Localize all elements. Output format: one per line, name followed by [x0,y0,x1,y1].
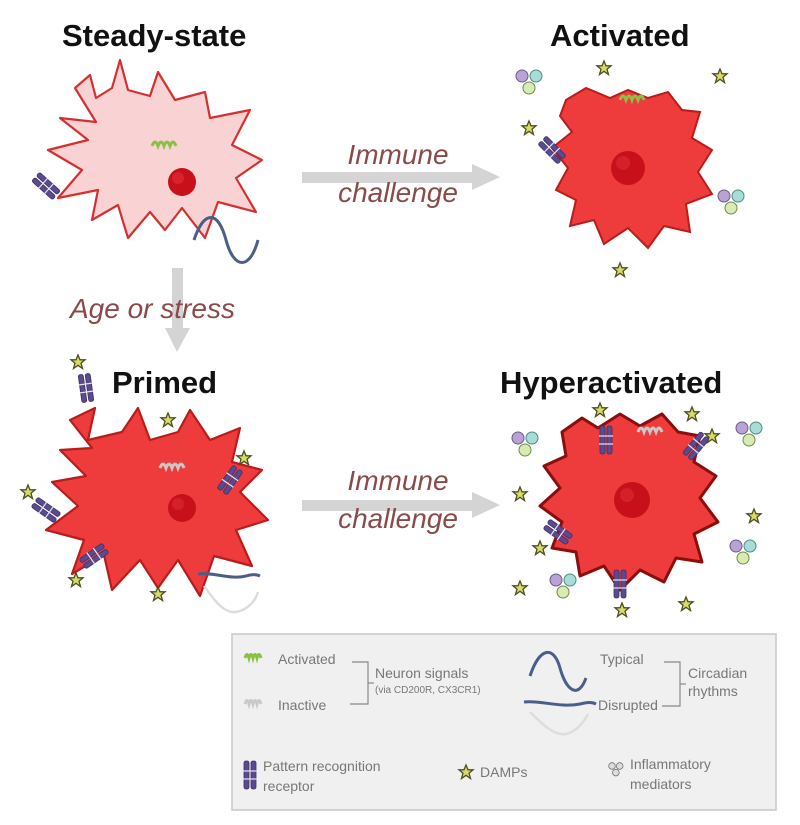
legend-prr-label: Pattern recognition receptor [263,758,381,794]
disrupted-rhythm-wave [197,572,261,579]
legend-inactive-label: Inactive [278,697,327,713]
legend-activated-icon [243,653,263,664]
arrow-vertical [165,268,190,352]
activated-cell [515,60,745,278]
legend-mediators-icon [608,762,624,777]
steady-state-cell [30,58,264,264]
steady-state-title: Steady-state [62,18,247,53]
primed-title: Primed [112,365,218,400]
hyperactivated-title: Hyperactivated [500,365,723,400]
immune-challenge-label-top: Immune challenge [338,139,458,208]
activated-neuron-signal [150,140,178,151]
arrow-top [302,164,500,190]
legend-typical-label: Typical [600,651,644,667]
hyperactivated-cell [511,402,763,618]
legend-damps-label: DAMPs [480,764,528,780]
legend-disrupted-label: Disrupted [598,697,658,713]
immune-challenge-label-bottom: Immune challenge [338,465,458,534]
legend-box [231,633,777,811]
legend-inactive-icon [243,699,263,710]
legend-neuron-signals-label: Neuron signals [375,665,469,681]
legend-typical-wave-icon [528,650,588,692]
legend-disrupted-wave-icon [523,700,597,707]
legend-inflammatory-label: Inflammatory mediators [630,756,711,792]
legend-neuron-via-label: (via CD200R, CX3CR1) [375,685,481,696]
typical-rhythm-wave [192,216,260,264]
primed-cell [20,354,270,614]
legend-activated-label: Activated [278,651,336,667]
age-or-stress-label: Age or stress [70,293,235,324]
arrow-bottom [302,492,500,518]
activated-title: Activated [550,18,690,53]
legend-circadian-label: Circadian rhythms [688,665,748,699]
